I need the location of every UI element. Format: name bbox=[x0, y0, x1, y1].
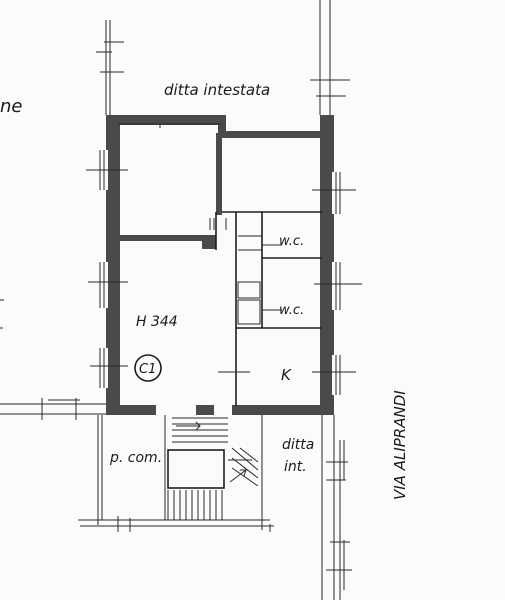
edge-marks bbox=[0, 299, 4, 329]
stair-area bbox=[96, 415, 270, 530]
dimension-lines bbox=[0, 0, 352, 600]
ditta-int-label-line2: int. bbox=[284, 459, 307, 475]
right-windows bbox=[312, 172, 362, 395]
kitchen-label: K bbox=[281, 366, 292, 384]
room-height-label: H 344 bbox=[136, 314, 178, 330]
wc-lower-label: w.c. bbox=[279, 303, 304, 318]
unit-code-label: C1 bbox=[139, 362, 156, 377]
ditta-int-label-line1: ditta bbox=[282, 437, 314, 453]
interior-partitions bbox=[209, 211, 336, 406]
left-windows bbox=[86, 150, 128, 388]
ditta-intestata-label: ditta intestata bbox=[164, 81, 270, 99]
street-label: VIA ALIPRANDI bbox=[391, 390, 409, 500]
wc-upper-label: w.c. bbox=[279, 234, 304, 249]
common-area-label: p. com. bbox=[109, 450, 162, 466]
edge-fragment-label: ne bbox=[0, 96, 22, 117]
unit-code-circle bbox=[134, 354, 162, 382]
